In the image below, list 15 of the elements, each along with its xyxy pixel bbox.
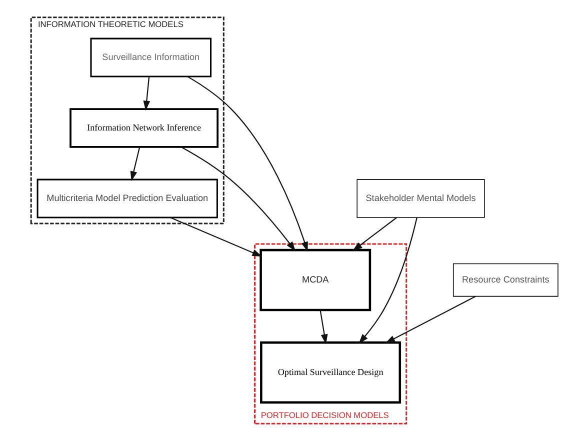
arrow bbox=[142, 76, 150, 111]
arrow bbox=[130, 147, 140, 182]
arrow bbox=[180, 146, 296, 252]
arrow bbox=[358, 217, 417, 344]
node-box: MCDA bbox=[259, 248, 371, 312]
arrow bbox=[352, 217, 396, 252]
node-box: Information Network Inference bbox=[69, 108, 218, 148]
node-box: Multicriteria Model Prediction Evaluation bbox=[36, 178, 218, 218]
arrow bbox=[186, 76, 308, 252]
node-box: Surveillance Information bbox=[90, 38, 212, 78]
node-box: Resource Constraints bbox=[452, 263, 558, 297]
arrow bbox=[319, 310, 328, 344]
node-box: Stakeholder Mental Models bbox=[356, 179, 484, 218]
node-box: Optimal Surveillance Design bbox=[260, 341, 401, 404]
arrow bbox=[384, 296, 476, 344]
